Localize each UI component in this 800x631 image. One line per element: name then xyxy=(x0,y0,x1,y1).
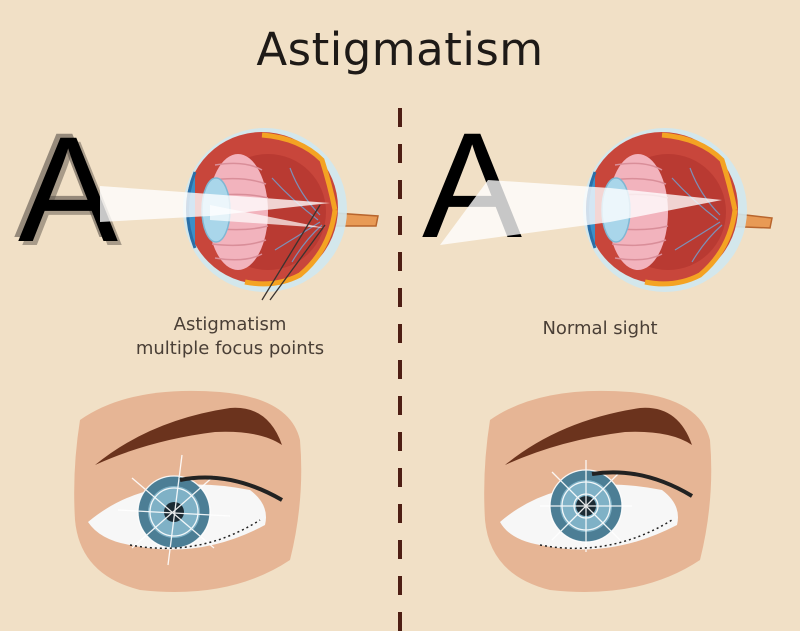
caption-line: Normal sight xyxy=(542,318,658,339)
caption-astigmatism: Astigmatism multiple focus points xyxy=(120,313,340,361)
human-eye-with-regular-grid-illustration xyxy=(484,390,712,592)
caption-line: Astigmatism xyxy=(173,314,287,335)
diagram-title: Astigmatism xyxy=(256,23,544,76)
eye-cross-section-astigmatism-illustration xyxy=(100,128,379,301)
dashed-divider xyxy=(398,108,402,631)
caption-normal-sight: Normal sight xyxy=(500,317,700,341)
eye-cross-section-normal-illustration xyxy=(440,128,773,292)
caption-line: multiple focus points xyxy=(135,338,325,359)
panel-normal-sight: A Normal sight xyxy=(400,0,800,631)
panel-astigmatism: A A A xyxy=(14,101,379,592)
letter-a-ghost: A xyxy=(14,101,115,269)
human-eye-with-distorted-grid-illustration xyxy=(74,390,302,592)
